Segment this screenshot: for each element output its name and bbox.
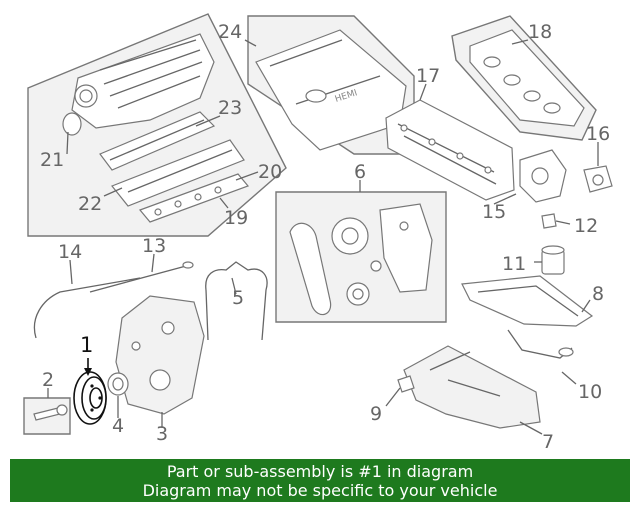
callout-8[interactable]: 8 [592, 283, 604, 305]
callout-21[interactable]: 21 [40, 149, 64, 171]
callout-11[interactable]: 11 [502, 253, 526, 275]
callout-10[interactable]: 10 [578, 381, 602, 403]
oil-filter [541, 245, 565, 275]
callout-19[interactable]: 19 [224, 207, 248, 229]
timing-group [275, 191, 447, 323]
dipstick-tube [33, 277, 141, 339]
intake-manifold-group [27, 13, 287, 237]
callout-13[interactable]: 13 [142, 235, 166, 257]
callout-4[interactable]: 4 [112, 415, 124, 437]
banner-part-line: Part or sub-assembly is #1 in diagram [166, 462, 474, 481]
banner-disclaimer-line: Diagram may not be specific to your vehi… [142, 481, 498, 500]
parts-diagram: HEMI [23, 13, 613, 453]
info-banner: Part or sub-assembly is #1 in diagram Di… [10, 459, 630, 502]
callout-22[interactable]: 22 [78, 193, 102, 215]
callout-6[interactable]: 6 [354, 161, 366, 183]
leader-lines [47, 39, 599, 435]
callout-5[interactable]: 5 [232, 287, 244, 309]
callout-7[interactable]: 7 [542, 431, 554, 453]
oil-pan-gasket [461, 275, 594, 327]
callout-16[interactable]: 16 [586, 123, 610, 145]
callout-23[interactable]: 23 [218, 97, 242, 119]
callout-18[interactable]: 18 [528, 21, 552, 43]
dipstick [89, 265, 187, 293]
timing-cover-gasket [205, 261, 268, 341]
timing-cover [115, 295, 205, 415]
drain-plug [541, 213, 557, 229]
callout-14[interactable]: 14 [58, 241, 82, 263]
crank-bolt-group [23, 397, 71, 435]
callout-17[interactable]: 17 [416, 65, 440, 87]
callout-1[interactable]: 1 [80, 333, 93, 357]
callout-2[interactable]: 2 [42, 369, 54, 391]
callout-24[interactable]: 24 [218, 21, 242, 43]
callout-20[interactable]: 20 [258, 161, 282, 183]
callout-12[interactable]: 12 [574, 215, 598, 237]
valve-cover-gasket-group [451, 15, 597, 141]
harmonic-balancer[interactable] [73, 371, 107, 425]
callout-3[interactable]: 3 [156, 423, 168, 445]
oil-pressure-sensor [397, 375, 415, 393]
callout-15[interactable]: 15 [482, 201, 506, 223]
engine-cover-group: HEMI [247, 15, 415, 155]
callout-9[interactable]: 9 [370, 403, 382, 425]
